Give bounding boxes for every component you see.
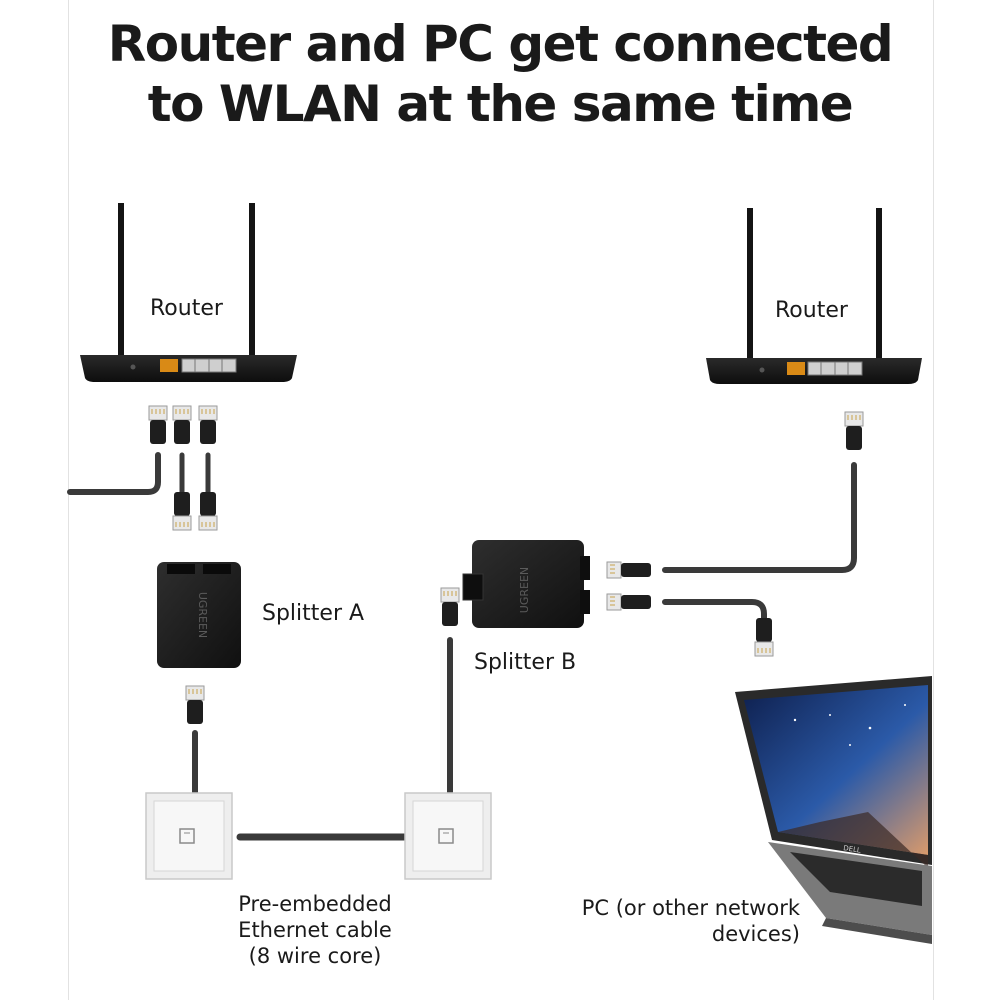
rj45-plug-icon	[844, 411, 864, 451]
splitter-b-icon: UGREEN	[462, 540, 590, 628]
rj45-plug-icon	[172, 491, 192, 531]
wall-socket-icon	[145, 792, 233, 880]
label-embedded-cable: Pre-embedded Ethernet cable (8 wire core…	[200, 891, 430, 969]
rj45-plug-icon	[606, 561, 652, 579]
label-splitter-b: Splitter B	[474, 650, 577, 675]
rj45-plug-icon	[198, 491, 218, 531]
label-embedded-cable-line3: (8 wire core)	[248, 944, 382, 968]
wall-socket-icon	[404, 792, 492, 880]
router-left-icon	[80, 203, 297, 382]
rj45-plug-icon	[185, 685, 205, 725]
label-router-left: Router	[150, 296, 223, 321]
label-router-right: Router	[775, 298, 848, 323]
frame-line-right	[933, 0, 934, 1000]
label-pc-line1: PC (or other network	[581, 896, 800, 920]
splitter-a-brand: UGREEN	[196, 592, 209, 638]
rj45-plug-icon	[172, 405, 192, 445]
ethernet-cables-left	[67, 452, 453, 841]
rj45-plug-icon	[198, 405, 218, 445]
splitter-b-brand: UGREEN	[518, 567, 531, 613]
ethernet-cables-right	[662, 462, 857, 621]
splitter-a-icon: UGREEN	[157, 562, 241, 668]
diagram-title: Router and PC get connected to WLAN at t…	[107, 15, 894, 133]
rj45-plug-icon	[754, 617, 774, 657]
label-splitter-a: Splitter A	[262, 601, 365, 626]
label-pc-line2: devices)	[711, 922, 800, 946]
label-embedded-cable-line2: Ethernet cable	[238, 918, 392, 942]
frame-line-left	[68, 0, 69, 1000]
laptop-brand: DELL	[843, 844, 862, 855]
rj45-plug-icon	[606, 593, 652, 611]
router-right-icon	[706, 208, 922, 384]
rj45-plug-icon	[148, 405, 168, 445]
label-embedded-cable-line1: Pre-embedded	[238, 892, 392, 916]
laptop-icon: DELL	[735, 676, 932, 944]
rj45-plug-icon	[440, 587, 460, 627]
label-pc: PC (or other network devices)	[530, 895, 800, 947]
